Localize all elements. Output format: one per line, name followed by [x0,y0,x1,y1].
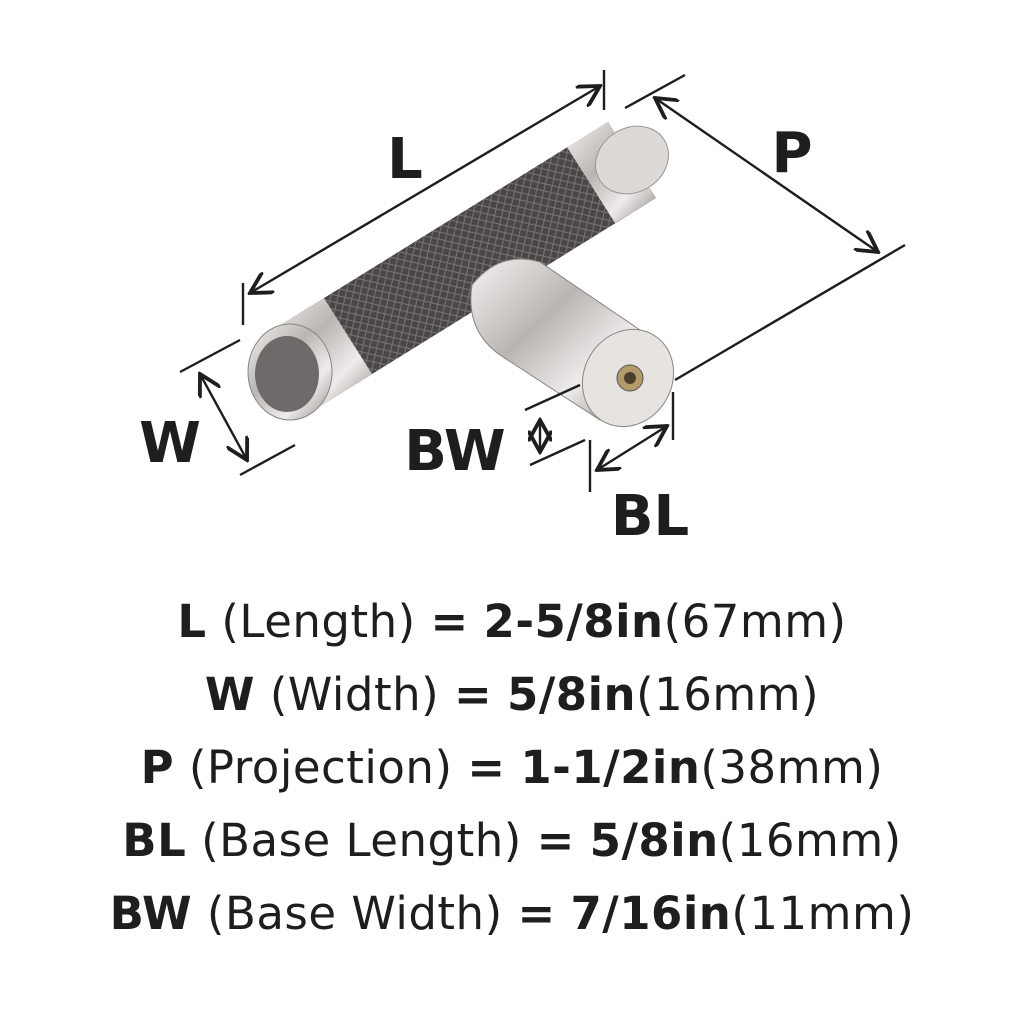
spec-imperial: 1-1/2in [520,741,701,794]
spec-equals: = [517,887,556,940]
spec-name: (Length) [221,595,416,648]
spec-imperial: 5/8in [507,668,637,721]
spec-equals: = [430,595,469,648]
spec-metric: (16mm) [636,668,820,721]
spec-code: BW [109,887,193,940]
knob-base-stem [470,258,675,428]
dim-label-length: L [387,127,423,192]
spec-metric: (11mm) [731,887,915,940]
spec-base-length: BL (Base Length) = 5/8in(16mm) [0,804,1024,877]
spec-name: (Width) [269,668,440,721]
spec-imperial: 2-5/8in [483,595,664,648]
spec-metric: (16mm) [718,814,902,867]
dim-label-projection: P [771,121,812,186]
spec-metric: (38mm) [700,741,884,794]
spec-code: W [204,668,256,721]
dim-label-width: W [139,411,201,476]
spec-metric: (67mm) [663,595,847,648]
dimension-lines [179,70,906,492]
spec-code: P [140,741,175,794]
dim-label-base-width: BW [404,419,505,484]
spec-length: L (Length) = 2-5/8in(67mm) [0,585,1024,658]
spec-projection: P (Projection) = 1-1/2in(38mm) [0,731,1024,804]
spec-name: (Projection) [188,741,453,794]
spec-equals: = [454,668,493,721]
spec-equals: = [536,814,575,867]
spec-base-width: BW (Base Width) = 7/16in(11mm) [0,877,1024,950]
knob-dimension-diagram: L P W BW BL [139,70,906,549]
spec-width: W (Width) = 5/8in(16mm) [0,658,1024,731]
spec-name: (Base Width) [206,887,503,940]
spec-imperial: 5/8in [589,814,719,867]
specifications-list: L (Length) = 2-5/8in(67mm) W (Width) = 5… [0,585,1024,950]
spec-code: L [177,595,207,648]
spec-equals: = [467,741,506,794]
spec-code: BL [122,814,187,867]
spec-imperial: 7/16in [570,887,732,940]
spec-name: (Base Length) [201,814,522,867]
dim-label-base-length: BL [611,484,689,549]
